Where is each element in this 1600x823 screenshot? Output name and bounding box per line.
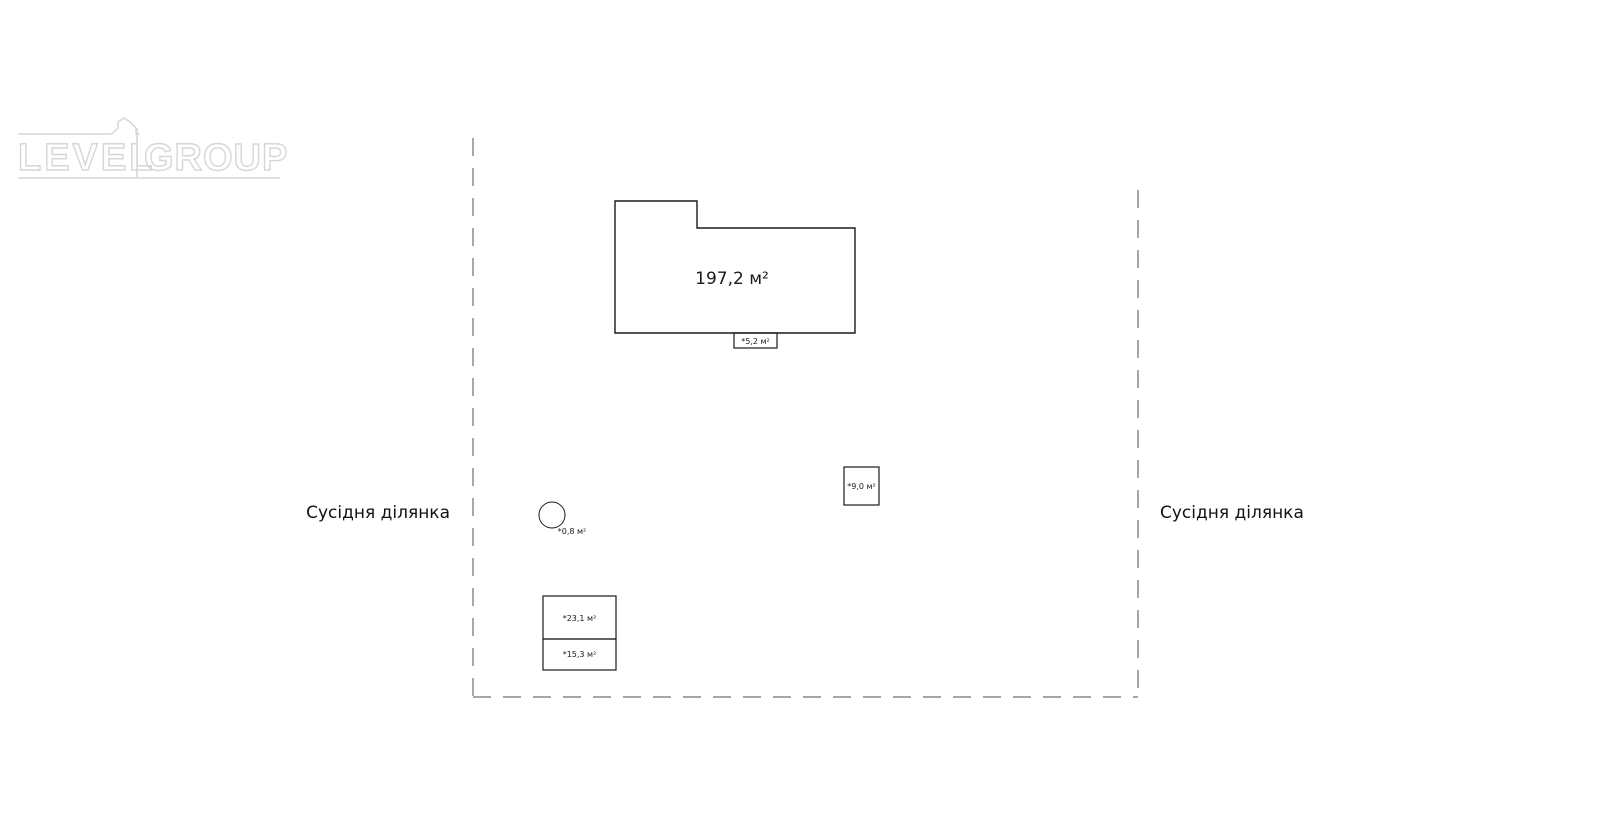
small-building-outline: [843, 466, 880, 506]
porch-area: *5,2 м²: [741, 337, 770, 346]
neighbor-left-label: Сусідня ділянка: [306, 503, 450, 523]
outbuilding-top-area: *23,1 м²: [563, 614, 597, 623]
well: *0,8 м²: [538, 501, 587, 536]
well-outline: [538, 501, 566, 529]
main-house: 197,2 м²: [614, 200, 856, 334]
main-house-outline: [614, 200, 856, 334]
plot-boundary: [472, 138, 1139, 698]
porch-outline: [733, 332, 778, 349]
neighbor-right-label: Сусідня ділянка: [1160, 503, 1304, 523]
small-building-area: *9,0 м²: [847, 482, 876, 491]
logo-roof-icon: [18, 117, 140, 135]
outbuildings: *23,1 м² *15,3 м²: [542, 595, 617, 671]
outbuilding-bottom-outline: [542, 638, 617, 671]
outbuilding-bottom-area: *15,3 м²: [563, 650, 597, 659]
well-area: *0,8 м²: [558, 527, 587, 536]
logo-text-left: LEVEL: [18, 137, 155, 179]
logo-text-right: GROUP: [144, 137, 288, 179]
level-group-logo: LEVEL GROUP: [17, 117, 288, 180]
porch: *5,2 м²: [733, 332, 778, 349]
main-house-area: 197,2 м²: [695, 269, 769, 289]
small-building: *9,0 м²: [843, 466, 880, 506]
